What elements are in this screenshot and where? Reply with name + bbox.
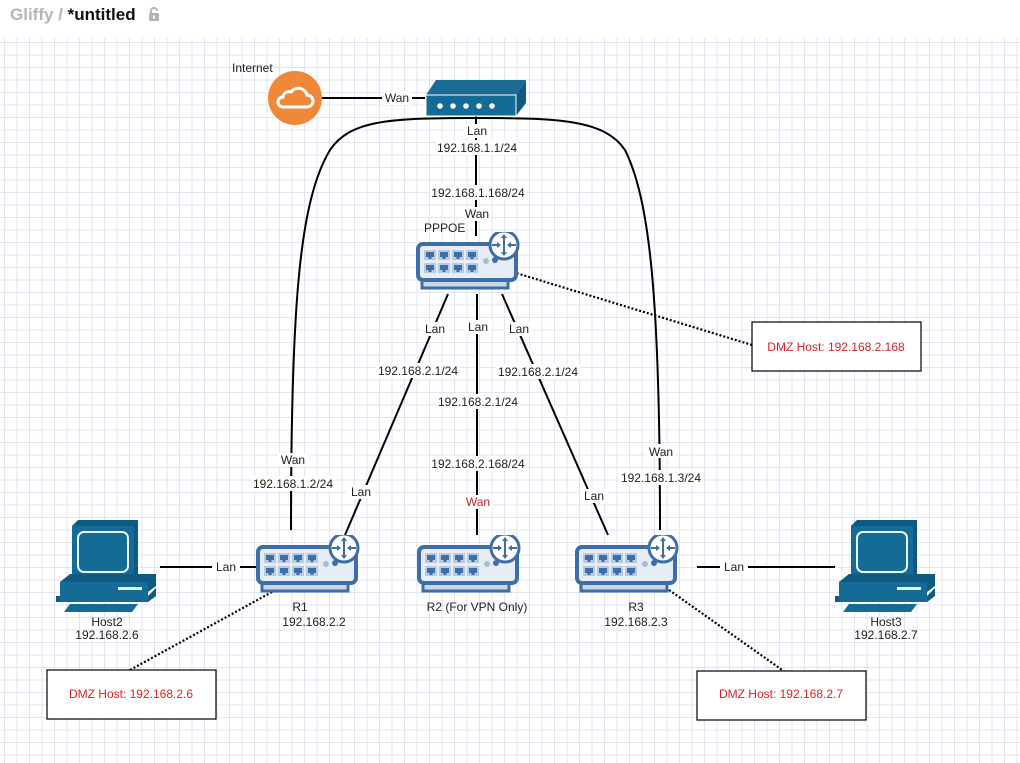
computer-icon (835, 520, 936, 612)
router-icon (416, 232, 520, 290)
link-label: Wan (281, 453, 305, 467)
modem-icon (425, 80, 526, 117)
pppoe-router[interactable]: PPPOE (416, 221, 520, 290)
link-label: Lan (425, 322, 445, 336)
network-diagram: Internet PPPOE R1 192.168.2.2 R2 (For VP… (46, 61, 936, 721)
r3-router[interactable]: R3 192.168.2.3 (575, 534, 679, 629)
dmz-note-r3[interactable]: DMZ Host: 192.168.2.7 (696, 670, 867, 721)
breadcrumb: Gliffy / *untitled (10, 5, 160, 26)
connections (160, 97, 835, 568)
link-label: 192.168.1.168/24 (431, 186, 525, 200)
dmz-note-r1[interactable]: DMZ Host: 192.168.2.6 (46, 669, 217, 720)
dmz-note-text: DMZ Host: 192.168.2.7 (719, 687, 843, 701)
link-label: 192.168.1.1/24 (437, 141, 517, 155)
link-label: 192.168.1.2/24 (253, 477, 333, 491)
internet-label: Internet (232, 61, 273, 75)
dmz-note-pppoe[interactable]: DMZ Host: 192.168.2.168 (751, 321, 922, 372)
r2-label: R2 (For VPN Only) (427, 600, 528, 614)
app-name-link[interactable]: Gliffy (10, 5, 54, 24)
r3-ip: 192.168.2.3 (604, 615, 668, 629)
link-label: Lan (216, 560, 236, 574)
link-label: Wan (465, 207, 489, 221)
internet-cloud[interactable]: Internet (232, 61, 322, 125)
cloud-icon (268, 71, 322, 125)
top-bar: Gliffy / *untitled (0, 0, 1020, 38)
host3-computer[interactable]: Host3 192.168.2.7 (835, 520, 936, 642)
host3-label: Host3 (870, 615, 902, 629)
link-modem-r1[interactable] (290, 117, 477, 531)
link-label: 192.168.2.1/24 (498, 365, 578, 379)
unlock-icon[interactable] (148, 6, 160, 26)
link-label: Lan (468, 320, 488, 334)
router-icon (575, 535, 679, 593)
dmz-note-text: DMZ Host: 192.168.2.168 (767, 340, 905, 354)
router-icon (256, 535, 360, 593)
link-label: 192.168.2.168/24 (431, 457, 525, 471)
router-icon (417, 535, 521, 593)
r2-router[interactable]: R2 (For VPN Only) (417, 534, 528, 614)
link-labels: Wan Lan 192.168.1.1/24 192.168.1.168/24 … (216, 91, 744, 574)
r1-router[interactable]: R1 192.168.2.2 (256, 534, 360, 629)
link-label: 192.168.2.1/24 (438, 395, 518, 409)
host2-ip: 192.168.2.6 (75, 628, 139, 642)
r3-label: R3 (628, 600, 644, 614)
link-label: Wan (385, 91, 409, 105)
link-label: Lan (467, 124, 487, 138)
dmz-note-text: DMZ Host: 192.168.2.6 (69, 687, 193, 701)
pppoe-label: PPPOE (424, 221, 465, 235)
host3-ip: 192.168.2.7 (854, 628, 918, 642)
link-label: Wan (466, 495, 490, 509)
link-label: Lan (724, 560, 744, 574)
host2-computer[interactable]: Host2 192.168.2.6 (56, 520, 157, 642)
link-label: Wan (649, 445, 673, 459)
r1-label: R1 (292, 600, 308, 614)
modem[interactable] (425, 80, 526, 117)
link-label: 192.168.2.1/24 (378, 364, 458, 378)
link-modem-r3[interactable] (475, 117, 661, 531)
breadcrumb-separator: / (53, 5, 68, 24)
dmz-pointer-pppoe (479, 259, 753, 347)
link-label: Lan (584, 489, 604, 503)
diagram-canvas[interactable]: Internet PPPOE R1 192.168.2.2 R2 (For VP… (0, 38, 1020, 763)
link-label: 192.168.1.3/24 (621, 471, 701, 485)
computer-icon (56, 520, 157, 612)
document-title[interactable]: *untitled (67, 5, 136, 24)
host2-label: Host2 (91, 615, 123, 629)
link-label: Lan (351, 485, 371, 499)
r1-ip: 192.168.2.2 (282, 615, 346, 629)
link-label: Lan (509, 322, 529, 336)
